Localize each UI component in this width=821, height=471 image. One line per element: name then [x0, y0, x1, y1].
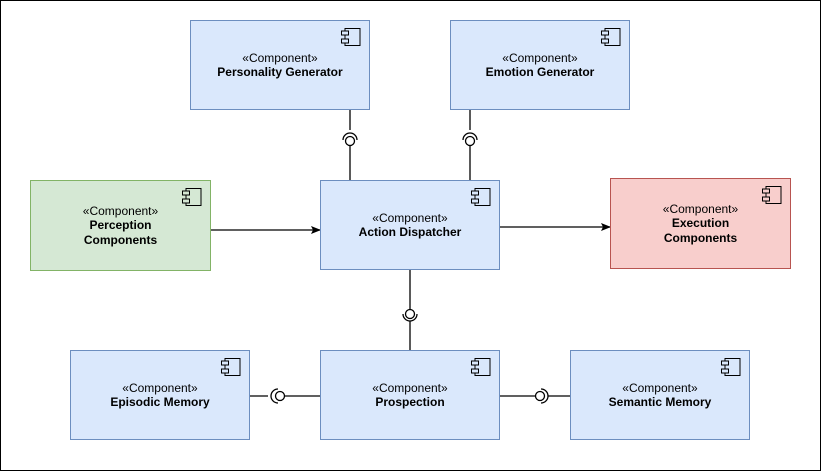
uml-component-icon — [341, 28, 361, 46]
component-name: Prospection — [375, 394, 445, 409]
component-name: Emotion Generator — [485, 64, 595, 79]
stereotype-label: «Component» — [372, 210, 448, 225]
uml-component-icon — [762, 186, 782, 204]
component-name: Action Dispatcher — [358, 224, 462, 239]
stereotype-label: «Component» — [242, 50, 318, 65]
uml-component-icon — [601, 28, 621, 46]
episodic-memory-component[interactable]: «Component» Episodic Memory — [70, 350, 250, 440]
component-name: Semantic Memory — [608, 394, 712, 409]
interface-prospection-semantic — [500, 388, 570, 404]
uml-component-icon — [182, 188, 202, 206]
component-name: Episodic Memory — [110, 394, 210, 409]
stereotype-label: «Component» — [622, 380, 698, 395]
interface-emotion-dispatcher — [462, 110, 478, 181]
stereotype-label: «Component» — [122, 380, 198, 395]
semantic-memory-component[interactable]: «Component» Semantic Memory — [570, 350, 750, 440]
uml-component-icon — [721, 358, 741, 376]
emotion-generator-component[interactable]: «Component» Emotion Generator — [450, 20, 630, 110]
uml-component-icon — [471, 358, 491, 376]
stereotype-label: «Component» — [82, 203, 159, 218]
prospection-component[interactable]: «Component» Prospection — [320, 350, 500, 440]
stereotype-label: «Component» — [662, 201, 739, 216]
uml-component-icon — [471, 188, 491, 206]
personality-generator-component[interactable]: «Component» Personality Generator — [190, 20, 370, 110]
execution-components-component[interactable]: «Component» Execution Components — [610, 178, 791, 269]
component-name: Personality Generator — [217, 64, 343, 79]
interface-episodic-prospection — [250, 388, 320, 404]
interface-dispatcher-prospection — [402, 270, 418, 350]
interface-personality-dispatcher — [342, 110, 358, 181]
component-name: Execution Components — [663, 215, 738, 245]
action-dispatcher-component[interactable]: «Component» Action Dispatcher — [320, 180, 500, 270]
uml-component-icon — [221, 358, 241, 376]
stereotype-label: «Component» — [372, 380, 448, 395]
perception-components-component[interactable]: «Component» Perception Components — [30, 180, 211, 271]
component-name: Perception Components — [83, 217, 158, 247]
stereotype-label: «Component» — [502, 50, 578, 65]
